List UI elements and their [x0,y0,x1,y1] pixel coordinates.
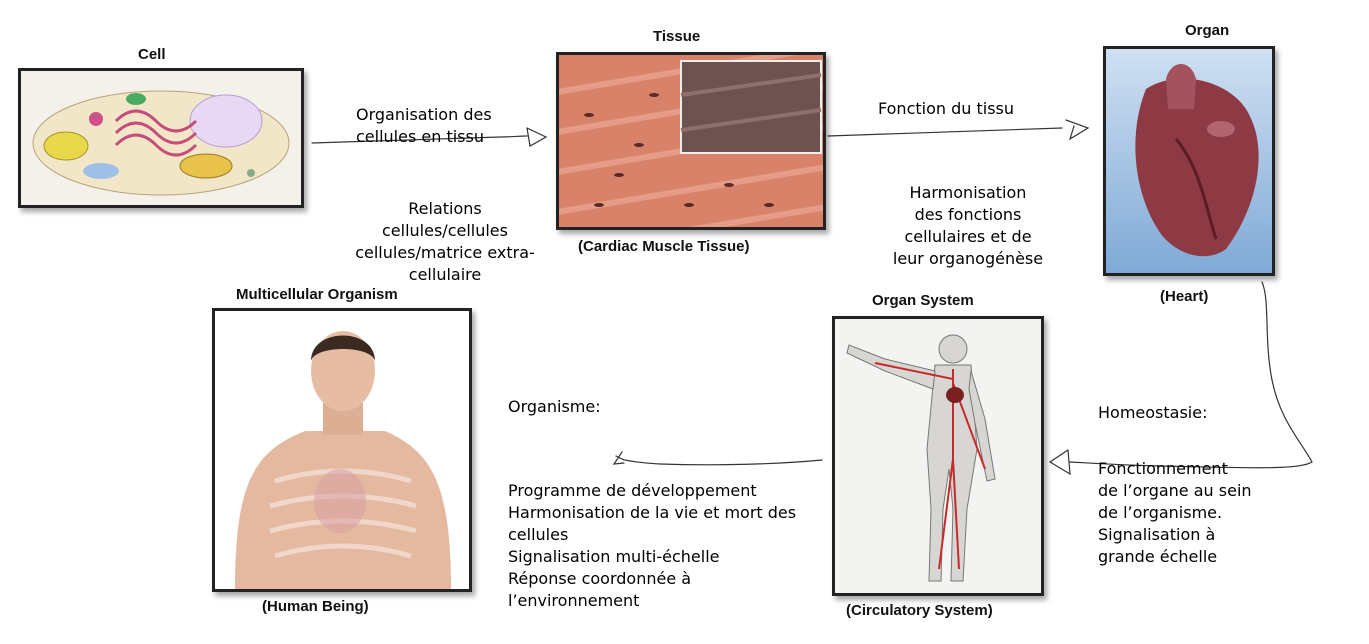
arrowhead-tissue-to-organ [1066,120,1088,139]
cell-diagram-icon [21,71,301,205]
organism-title: Multicellular Organism [236,286,398,303]
organism-image [212,308,472,592]
organ-system-image [832,316,1044,596]
cell-image [18,68,304,208]
note-organisme: Programme de développement Harmonisation… [508,480,796,612]
tissue-caption: (Cardiac Muscle Tissue) [578,238,749,255]
organ-system-title: Organ System [872,292,974,309]
arrowhead-system-to-organism [614,452,624,464]
arrowhead-cell-to-tissue [527,128,546,146]
tissue-title: Tissue [653,28,700,45]
tissue-image [556,52,826,230]
note-cell-to-tissue: Organisation des cellules en tissu [356,104,492,148]
heart-photo-icon [1106,49,1272,273]
arrow-system-to-organism [625,460,822,465]
muscle-tissue-micrograph-icon [559,55,823,227]
organ-image [1103,46,1275,276]
note-homeostasie: Fonctionnement de l’organe au sein de l’… [1098,458,1252,568]
note-organisme-title: Organisme: [508,396,601,418]
arrow-organ-to-system [1070,282,1312,468]
cell-title: Cell [138,46,166,63]
note-relations: Relations cellules/cellules cellules/mat… [330,198,560,286]
circulatory-system-figure-icon [835,319,1041,593]
arrow-tissue-to-organ [828,128,1062,136]
note-harmonisation: Harmonisation des fonctions cellulaires … [870,182,1066,270]
organ-system-caption: (Circulatory System) [846,602,993,619]
organ-caption: (Heart) [1160,288,1208,305]
human-torso-photo-icon [215,311,469,589]
note-homeostasie-title: Homeostasie: [1098,402,1207,424]
note-tissue-to-organ: Fonction du tissu [878,98,1014,120]
arrowhead-organ-to-system [1050,450,1070,474]
organism-caption: (Human Being) [262,598,369,615]
organ-title: Organ [1185,22,1229,39]
